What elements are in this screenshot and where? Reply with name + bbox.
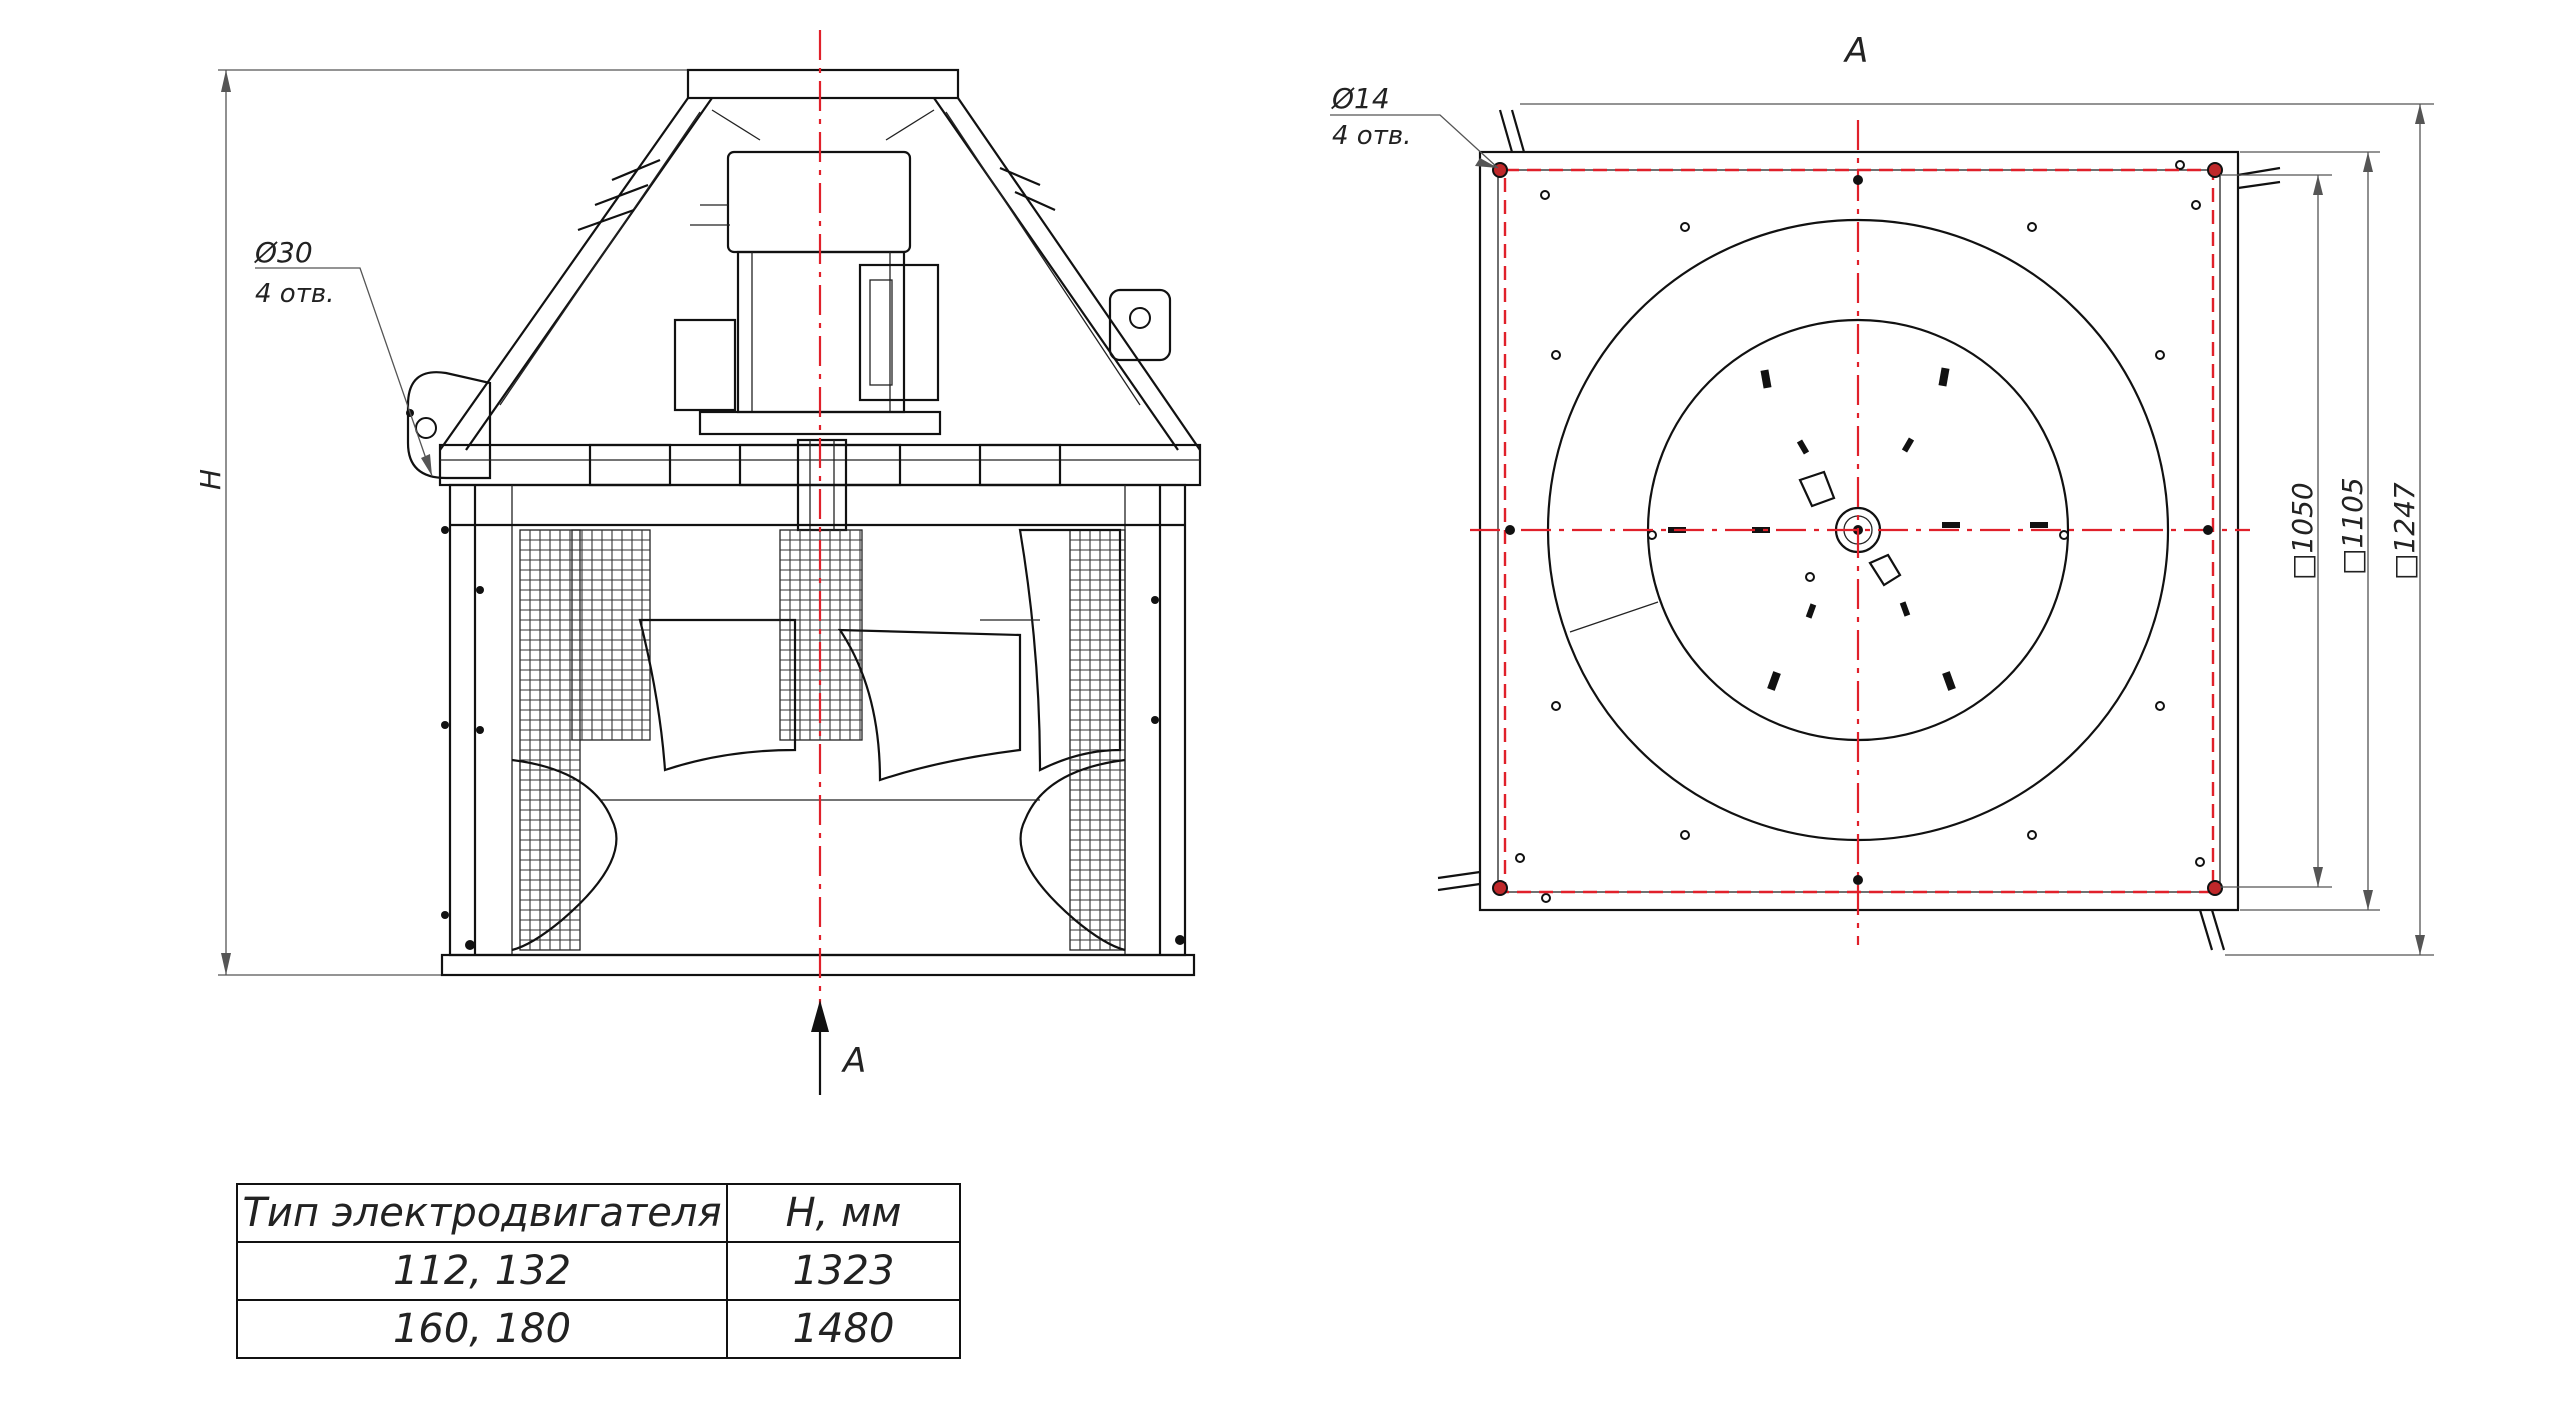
header-height: H, мм [726, 1183, 961, 1243]
cell-height: 1480 [726, 1299, 961, 1359]
cell-motor-type: 160, 180 [236, 1299, 728, 1359]
blade-slots [1668, 367, 2048, 691]
top-view: A [1330, 31, 2434, 956]
table-header-row: Тип электродвигателя H, мм [236, 1183, 961, 1243]
corner-hole-callout: Ø14 4 отв. [1330, 82, 1499, 169]
junction-box [1108, 288, 1172, 362]
corner-hole-diameter: Ø14 [1331, 82, 1390, 115]
dim-outer-label: □1247 [2388, 482, 2421, 580]
louvre-fins [577, 158, 1056, 232]
table-row: 112, 132 1323 [236, 1241, 961, 1301]
view-arrow-label: A [841, 1041, 866, 1081]
header-motor-type: Тип электродвигателя [236, 1183, 728, 1243]
lug-hole-callout: Ø30 4 отв. [254, 236, 433, 477]
lug-hole-count: 4 отв. [255, 279, 334, 309]
view-title: A [1843, 31, 1868, 71]
plan-dimensions: □1050 □1105 □1247 [1520, 103, 2434, 956]
rivets [441, 526, 1185, 950]
protective-mesh [519, 529, 1126, 951]
electric-motor [673, 150, 942, 436]
side-view: H [194, 30, 1202, 1095]
lifting-lug [406, 371, 492, 480]
view-arrow-a: A [811, 1000, 866, 1095]
cell-motor-type: 112, 132 [236, 1241, 728, 1301]
height-label: H [194, 469, 227, 490]
dim-inner-label: □1050 [2286, 482, 2319, 580]
table-row: 160, 180 1480 [236, 1299, 961, 1359]
dim-middle-label: □1105 [2336, 477, 2369, 575]
motor-height-table: Тип электродвигателя H, мм 112, 132 1323… [236, 1183, 961, 1359]
cell-height: 1323 [726, 1241, 961, 1301]
height-dimension: H [194, 69, 690, 976]
impeller-blades [638, 528, 1122, 782]
lug-hole-diameter: Ø30 [254, 236, 313, 269]
corner-hole-count: 4 отв. [1332, 121, 1411, 151]
mounting-holes [1515, 160, 2205, 903]
